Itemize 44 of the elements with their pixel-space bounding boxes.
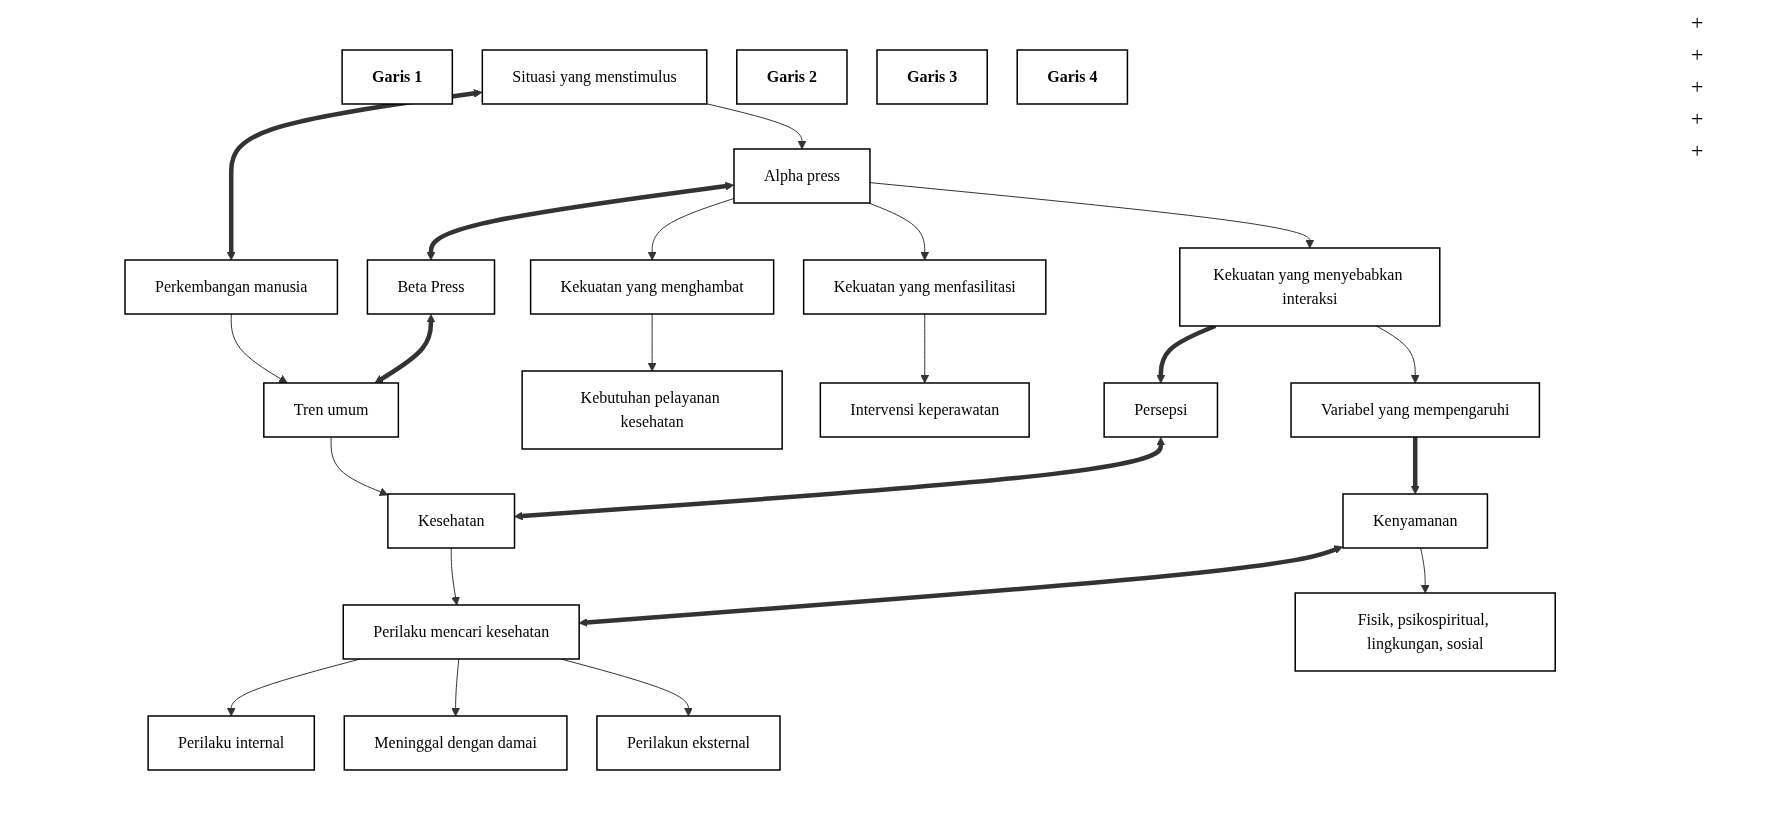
node-box: Variabel yang mempengaruhi — [1290, 381, 1541, 438]
node-box: Perilakun eksternal — [596, 714, 782, 771]
node-box: Tren umum — [263, 381, 400, 438]
arrow — [331, 436, 389, 496]
arrow — [1411, 436, 1420, 494]
arrow — [374, 313, 436, 383]
arrow — [514, 436, 1166, 520]
node-box: Garis 3 — [876, 48, 989, 105]
node-box: Fisik, psikospiritual, lingkungan, sosial — [1294, 591, 1557, 672]
node-box: Kekuatan yang menfasilitasi — [803, 258, 1047, 315]
node-box: Garis 1 — [341, 48, 454, 105]
arrow — [920, 313, 930, 383]
plus-sign: + — [1691, 106, 1705, 132]
node-box: Garis 2 — [736, 48, 849, 105]
node-box: Kenyamanan — [1342, 492, 1489, 549]
node-box: Perilaku internal — [147, 714, 316, 771]
node-box: Kekuatan yang menyebabkan interaksi — [1179, 246, 1441, 327]
arrow — [1420, 547, 1430, 593]
arrow — [648, 197, 735, 260]
node-box: Meninggal dengan damai — [343, 714, 569, 771]
node-box: Persepsi — [1103, 381, 1219, 438]
arrow — [451, 658, 461, 716]
arrow — [648, 313, 657, 371]
arrow — [451, 547, 461, 605]
node-box: Kesehatan — [387, 492, 516, 549]
arrow — [1376, 325, 1420, 383]
node-box: Alpha press — [733, 147, 872, 204]
plus-sign: + — [1691, 42, 1705, 68]
arrow — [231, 313, 289, 383]
node-box: Kekuatan yang menghambat — [530, 258, 775, 315]
node-box: Garis 4 — [1016, 48, 1129, 105]
plus-sign: + — [1691, 10, 1705, 36]
node-box: Perkembangan manusia — [124, 258, 339, 315]
arrow — [706, 102, 807, 149]
node-box: Beta Press — [367, 258, 496, 315]
node-box: Perilaku mencari kesehatan — [342, 603, 581, 660]
arrow — [579, 544, 1344, 627]
node-box: Situasi yang menstimulus — [481, 48, 708, 105]
plus-sign: + — [1691, 138, 1705, 164]
node-box: Intervensi keperawatan — [819, 381, 1031, 438]
node-box: Kebutuhan pelayanan kesehatan — [521, 369, 784, 450]
arrow — [426, 181, 735, 260]
plus-sign: + — [1691, 74, 1705, 100]
arrow — [868, 202, 930, 260]
